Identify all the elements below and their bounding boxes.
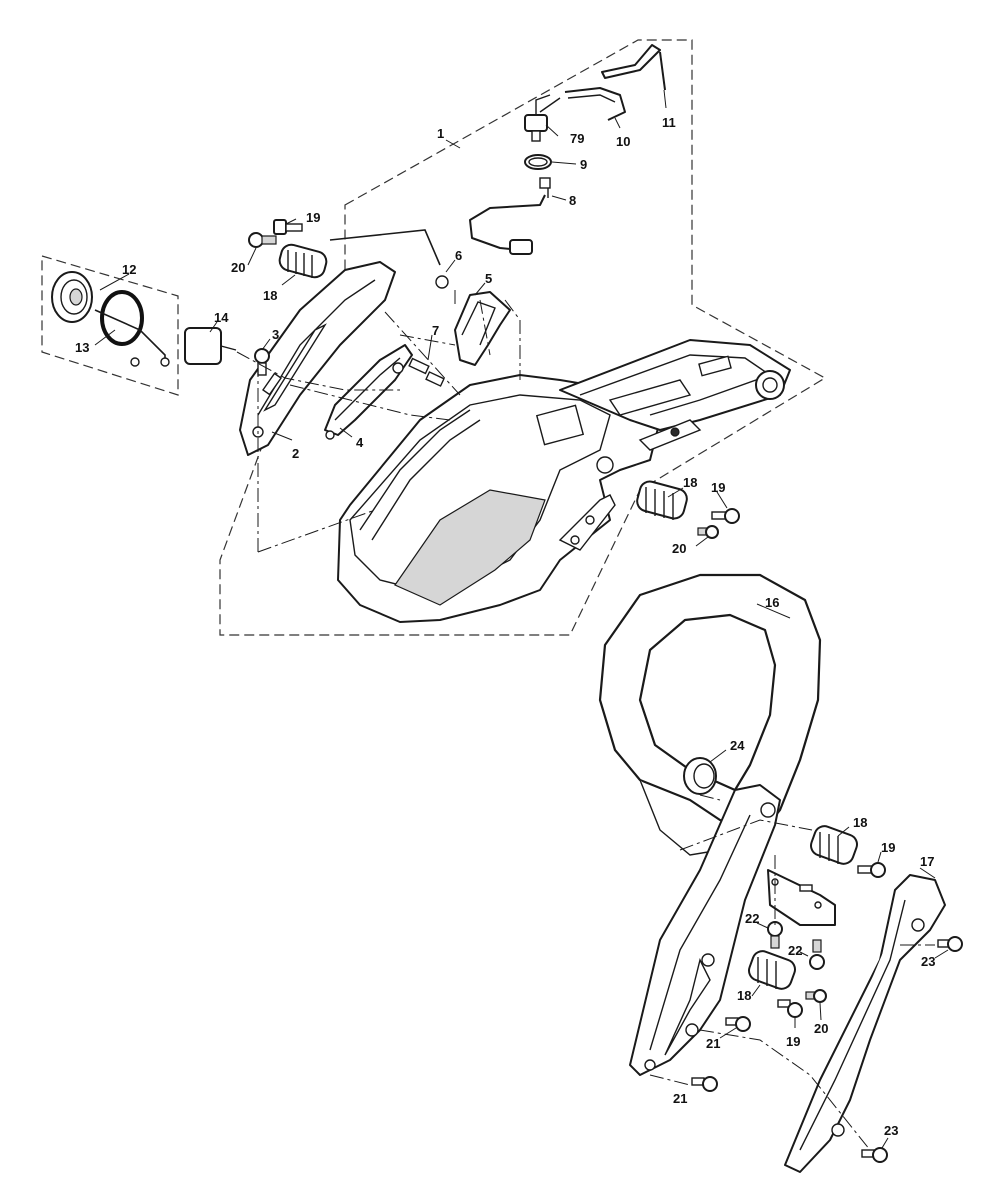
callout-6: 6 (455, 248, 462, 263)
callout-79: 79 (570, 131, 584, 146)
callout-13: 13 (75, 340, 89, 355)
callout-19-mid-right: 19 (711, 480, 725, 495)
callout-19-upper-left: 19 (306, 210, 320, 225)
part-10-tube (564, 87, 626, 121)
callout-16: 16 (765, 595, 779, 610)
part-16-front-handle (598, 573, 822, 856)
part-12-cap (51, 271, 93, 323)
callout-19-lower-left: 19 (786, 1034, 800, 1049)
assembly-lines (236, 290, 935, 1151)
spring-18-lower-right (810, 825, 858, 865)
callout-2: 2 (292, 446, 299, 461)
assembly-12-outline (41, 255, 179, 396)
spring-18-mid-right (636, 480, 688, 520)
callout-20-lower: 20 (814, 1021, 828, 1036)
callout-12: 12 (122, 262, 136, 277)
callout-9: 9 (580, 157, 587, 172)
part-8-fuel-hose (469, 177, 551, 255)
part-7-pins (392, 357, 445, 387)
bolt-22-right (809, 939, 825, 970)
callout-21-upper: 21 (706, 1036, 720, 1051)
screw-19-lower-left (777, 999, 803, 1018)
callout-20-upper-left: 20 (231, 260, 245, 275)
callout-24: 24 (730, 738, 745, 753)
callout-23-upper: 23 (921, 954, 935, 969)
callout-14: 14 (214, 310, 229, 325)
callout-23-lower: 23 (884, 1123, 898, 1138)
ring-shape (100, 290, 144, 346)
callout-20-mid-right: 20 (672, 541, 686, 556)
callout-5: 5 (485, 271, 492, 286)
callout-19-lower-right: 19 (881, 840, 895, 855)
callout-4: 4 (356, 435, 364, 450)
part-6-spring-wire (329, 229, 449, 289)
callout-18-lower-right: 18 (853, 815, 867, 830)
callout-18-upper-left: 18 (263, 288, 277, 303)
callout-18-lower-left: 18 (737, 988, 751, 1003)
callout-11: 11 (662, 115, 676, 130)
washer-20-mid-right (697, 525, 719, 539)
washer-20-upper-left (248, 232, 277, 248)
callout-labels: 1 2 3 4 5 6 7 8 9 10 11 12 13 14 16 17 1… (75, 115, 935, 1138)
screw-21-upper (725, 1016, 751, 1032)
part-24-bushing (683, 757, 717, 795)
screw-23-upper (937, 936, 963, 952)
callout-18-mid-right: 18 (683, 475, 697, 490)
callout-8: 8 (569, 193, 576, 208)
bolt-22-left (767, 921, 783, 949)
callout-10: 10 (616, 134, 630, 149)
tank-housing (337, 339, 791, 623)
part-17-side-plate (784, 874, 946, 1173)
spring-18-lower-left (748, 950, 796, 990)
screw-23-lower (861, 1147, 888, 1163)
callout-17: 17 (920, 854, 934, 869)
screw-21-lower (691, 1076, 718, 1092)
part-13-ring (94, 290, 170, 367)
screw-19-upper-left (273, 219, 303, 235)
callout-22-left: 22 (745, 911, 759, 926)
part-9-o-ring (524, 154, 552, 170)
callout-1: 1 (437, 126, 444, 141)
part-14-filter (184, 327, 237, 365)
part-11-tube (601, 44, 666, 91)
part-4-lever (324, 344, 413, 440)
callout-7: 7 (432, 323, 439, 338)
callout-22-right: 22 (788, 943, 802, 958)
washer-20-lower (805, 989, 827, 1003)
callout-21-lower: 21 (673, 1091, 687, 1106)
part-2-cover-strip (239, 261, 396, 456)
part-3-screw (254, 348, 270, 376)
part-79-valve (524, 94, 561, 142)
handle-bracket-arm (629, 784, 836, 1076)
leader-lines (94, 89, 949, 1149)
screw-19-lower-right (857, 862, 886, 878)
callout-3: 3 (272, 327, 279, 342)
spring-18-upper-left (278, 243, 328, 279)
screw-19-mid-right (711, 508, 740, 524)
part-5-bracket (454, 291, 511, 366)
